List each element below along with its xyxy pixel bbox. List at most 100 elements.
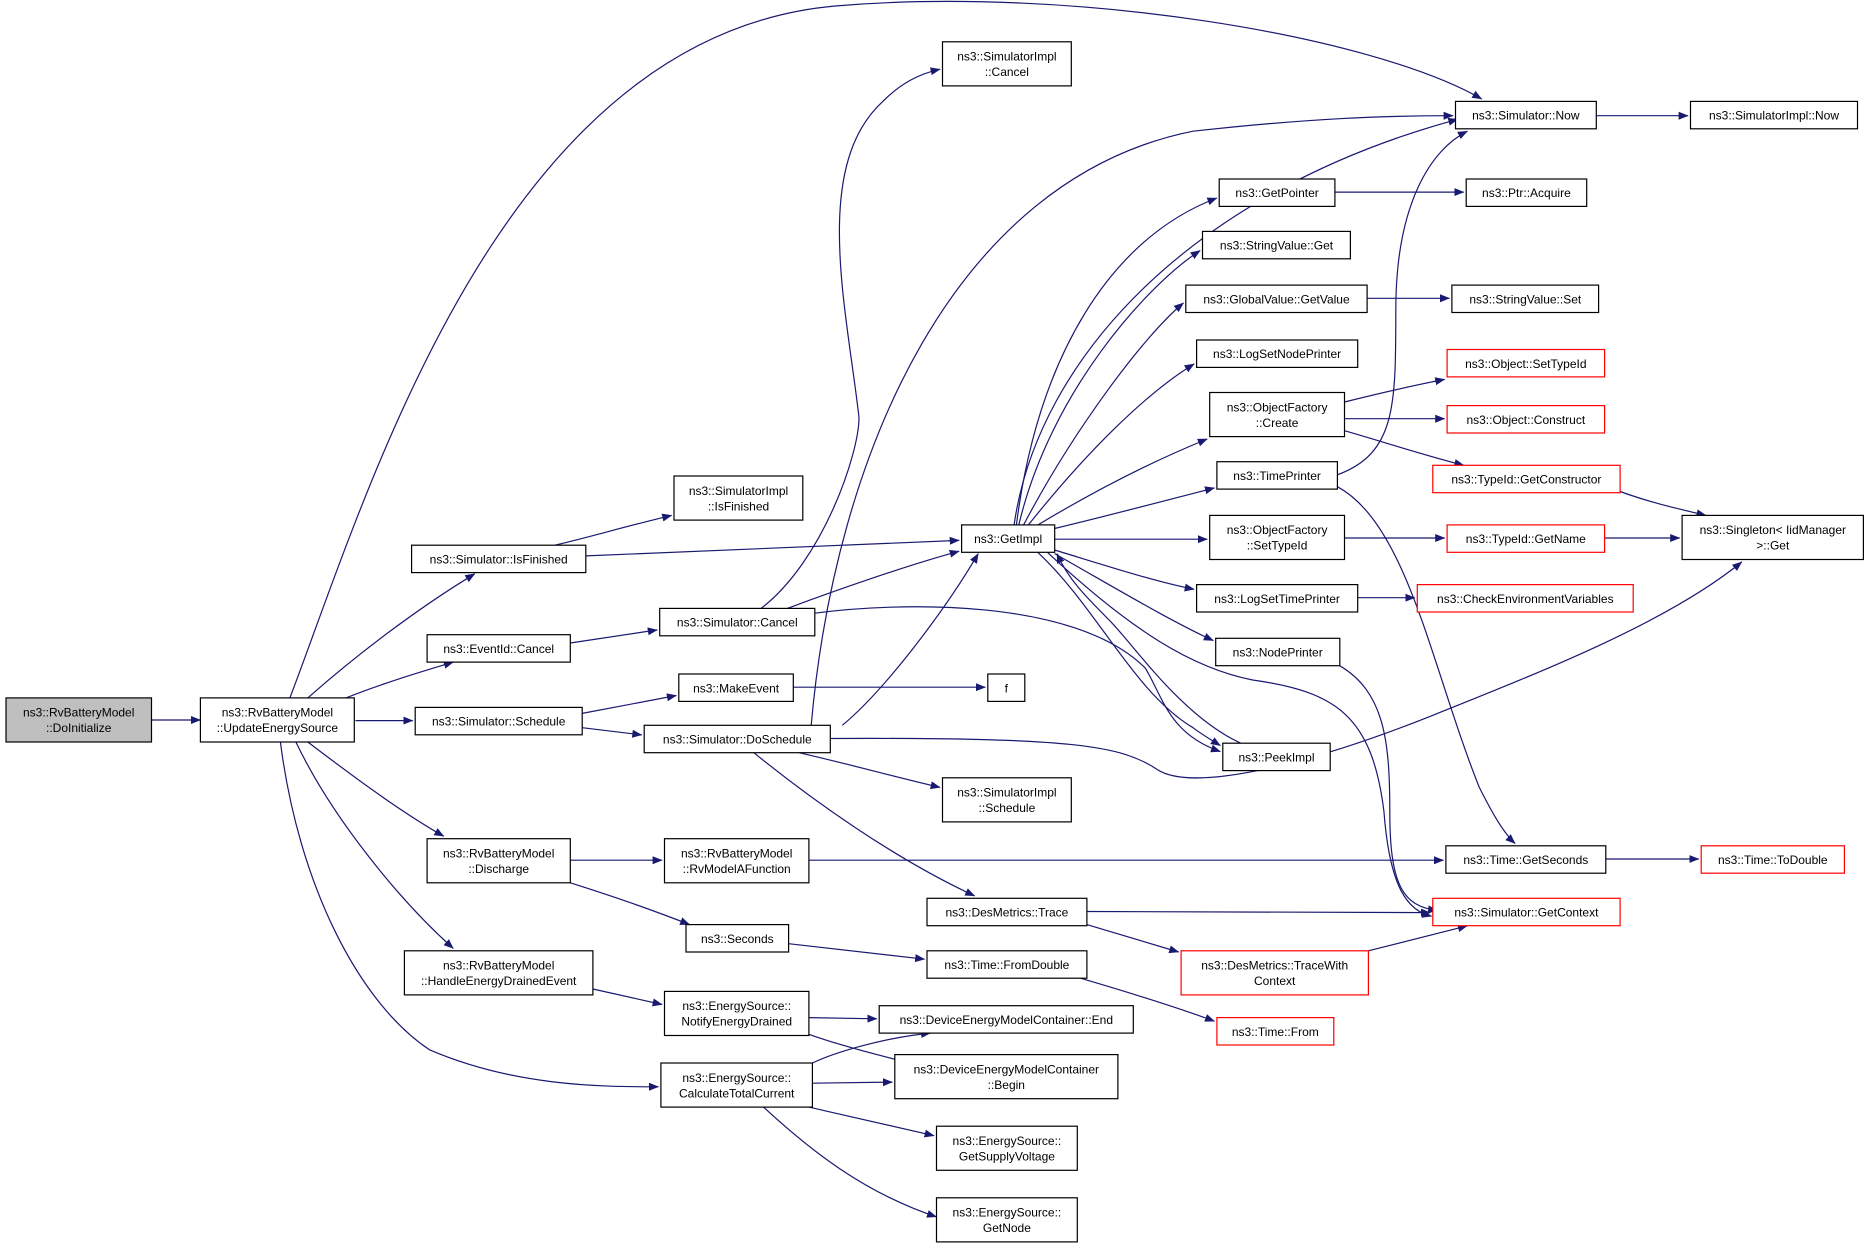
node-box[interactable] (1216, 461, 1339, 490)
node-checkenv[interactable]: ns3::CheckEnvironmentVariables (1416, 583, 1634, 613)
node-box[interactable] (1195, 583, 1359, 613)
node-box[interactable] (659, 607, 816, 637)
node-box[interactable] (894, 1053, 1119, 1100)
node-box[interactable] (426, 838, 571, 884)
node-box[interactable] (1446, 524, 1606, 553)
node-simcancel[interactable]: ns3::Simulator::Cancel (659, 607, 816, 637)
node-box[interactable] (878, 1005, 1134, 1034)
node-box[interactable] (935, 1197, 1078, 1243)
node-box[interactable] (1209, 391, 1346, 438)
node-box[interactable] (1432, 897, 1621, 927)
node-simnow[interactable]: ns3::Simulator::Now (1454, 100, 1597, 130)
node-box[interactable] (1451, 284, 1600, 314)
node-handle[interactable]: ns3::RvBatteryModel::HandleEnergyDrained… (403, 950, 594, 996)
node-box[interactable] (941, 777, 1072, 823)
node-box[interactable] (935, 1125, 1078, 1171)
node-getimpl[interactable]: ns3::GetImpl (960, 524, 1056, 553)
node-box[interactable] (1218, 178, 1336, 207)
node-notify[interactable]: ns3::EnergySource::NotifyEnergyDrained (663, 990, 810, 1037)
node-box[interactable] (411, 544, 587, 574)
node-getseconds[interactable]: ns3::Time::GetSeconds (1445, 845, 1607, 874)
node-doschedule[interactable]: ns3::Simulator::DoSchedule (643, 724, 831, 754)
node-box[interactable] (1445, 845, 1607, 874)
node-box[interactable] (660, 1062, 814, 1108)
node-box[interactable] (926, 950, 1088, 979)
node-nodeprinter[interactable]: ns3::NodePrinter (1215, 637, 1341, 667)
node-typeidctor[interactable]: ns3::TypeId::GetConstructor (1432, 464, 1621, 494)
node-box[interactable] (663, 838, 810, 884)
node-objconstruct[interactable]: ns3::Object::Construct (1446, 405, 1606, 434)
node-box[interactable] (1432, 464, 1621, 494)
node-box[interactable] (663, 990, 810, 1037)
node-ofsettype[interactable]: ns3::ObjectFactory::SetTypeId (1209, 514, 1346, 561)
node-box[interactable] (403, 950, 594, 996)
node-implcancel[interactable]: ns3::SimulatorImpl::Cancel (941, 41, 1072, 87)
node-rvmodel[interactable]: ns3::RvBatteryModel::RvModelAFunction (663, 838, 810, 884)
node-box[interactable] (941, 41, 1072, 87)
node-implisfin[interactable]: ns3::SimulatorImpl::IsFinished (673, 475, 804, 521)
node-simisfin[interactable]: ns3::Simulator::IsFinished (411, 544, 587, 574)
node-box[interactable] (643, 724, 831, 754)
node-getpointer[interactable]: ns3::GetPointer (1218, 178, 1336, 207)
node-box[interactable] (1454, 100, 1597, 130)
node-box[interactable] (426, 634, 571, 663)
node-getcontext[interactable]: ns3::Simulator::GetContext (1432, 897, 1621, 927)
node-ptracq[interactable]: ns3::Ptr::Acquire (1465, 178, 1588, 207)
node-devend[interactable]: ns3::DeviceEnergyModelContainer::End (878, 1005, 1134, 1034)
node-update[interactable]: ns3::RvBatteryModel::UpdateEnergySource (199, 697, 355, 743)
node-simschedule[interactable]: ns3::Simulator::Schedule (414, 706, 583, 736)
node-makeevent[interactable]: ns3::MakeEvent (678, 673, 794, 702)
node-supply[interactable]: ns3::EnergySource::GetSupplyVoltage (935, 1125, 1078, 1171)
node-box[interactable] (1689, 100, 1859, 130)
node-doinit[interactable]: ns3::RvBatteryModel::DoInitialize (5, 697, 153, 743)
node-box[interactable] (673, 475, 804, 521)
node-box[interactable] (1209, 514, 1346, 561)
node-box[interactable] (960, 524, 1056, 553)
node-todouble[interactable]: ns3::Time::ToDouble (1700, 845, 1845, 874)
node-box[interactable] (5, 697, 153, 743)
node-discharge[interactable]: ns3::RvBatteryModel::Discharge (426, 838, 571, 884)
node-box[interactable] (1215, 637, 1341, 667)
node-box[interactable] (1195, 339, 1359, 368)
node-timefrom[interactable]: ns3::Time::From (1216, 1016, 1335, 1046)
node-fromdouble[interactable]: ns3::Time::FromDouble (926, 950, 1088, 979)
node-box[interactable] (1222, 742, 1331, 772)
node-implnow[interactable]: ns3::SimulatorImpl::Now (1689, 100, 1859, 130)
node-box[interactable] (1201, 230, 1351, 260)
node-box[interactable] (414, 706, 583, 736)
node-peekimpl[interactable]: ns3::PeekImpl (1222, 742, 1331, 772)
node-box[interactable] (199, 697, 355, 743)
node-box[interactable] (987, 673, 1026, 702)
node-devbegin[interactable]: ns3::DeviceEnergyModelContainer::Begin (894, 1053, 1119, 1100)
node-box[interactable] (1446, 405, 1606, 434)
node-box[interactable] (1416, 583, 1634, 613)
node-box[interactable] (685, 923, 790, 953)
node-strget[interactable]: ns3::StringValue::Get (1201, 230, 1351, 260)
node-strset[interactable]: ns3::StringValue::Set (1451, 284, 1600, 314)
node-globalget[interactable]: ns3::GlobalValue::GetValue (1185, 284, 1368, 314)
node-box[interactable] (926, 897, 1088, 927)
node-calc[interactable]: ns3::EnergySource::CalculateTotalCurrent (660, 1062, 814, 1108)
node-box[interactable] (678, 673, 794, 702)
node-timeprinter[interactable]: ns3::TimePrinter (1216, 461, 1339, 490)
node-singleton[interactable]: ns3::Singleton< IidManager >::Get (1681, 514, 1864, 561)
node-f[interactable]: f (987, 673, 1026, 702)
node-box[interactable] (1180, 950, 1369, 996)
node-typeidname[interactable]: ns3::TypeId::GetName (1446, 524, 1606, 553)
node-logtime[interactable]: ns3::LogSetTimePrinter (1195, 583, 1359, 613)
node-box[interactable] (1700, 845, 1845, 874)
node-seconds[interactable]: ns3::Seconds (685, 923, 790, 953)
node-box[interactable] (1465, 178, 1588, 207)
node-box[interactable] (1216, 1016, 1335, 1046)
node-box[interactable] (1185, 284, 1368, 314)
node-implschedule[interactable]: ns3::SimulatorImpl::Schedule (941, 777, 1072, 823)
node-box[interactable] (1681, 514, 1864, 561)
node-objsettype[interactable]: ns3::Object::SetTypeId (1446, 348, 1606, 378)
node-lognode[interactable]: ns3::LogSetNodePrinter (1195, 339, 1359, 368)
node-ofcreate[interactable]: ns3::ObjectFactory::Create (1209, 391, 1346, 438)
node-box[interactable] (1446, 348, 1606, 378)
node-eventcancel[interactable]: ns3::EventId::Cancel (426, 634, 571, 663)
node-trace[interactable]: ns3::DesMetrics::Trace (926, 897, 1088, 927)
node-getnode[interactable]: ns3::EnergySource::GetNode (935, 1197, 1078, 1243)
